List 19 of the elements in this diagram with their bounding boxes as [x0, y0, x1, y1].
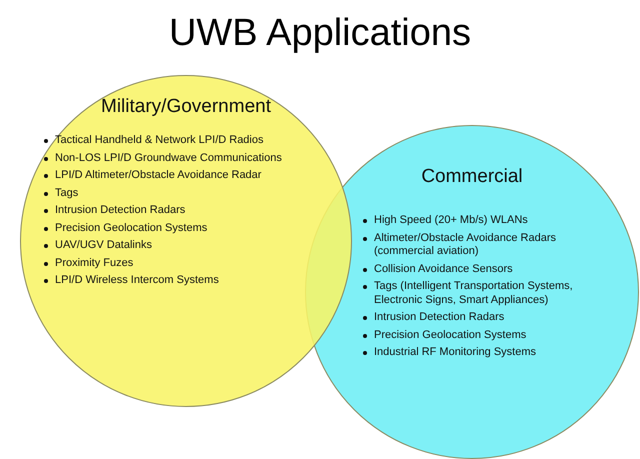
list-item-text: Non-LOS LPI/D Groundwave Communications	[55, 152, 283, 165]
list-item-text: Precision Geolocation Systems	[55, 222, 208, 235]
list-item-text: Tags	[55, 186, 80, 200]
list-item-text: Precision Geolocation Systems	[374, 328, 528, 342]
list-item-text: Intrusion Detection Radars	[55, 204, 186, 218]
list-item-text: Altimeter/Obstacle Avoidance Radars (commercial aviation)	[374, 232, 557, 258]
circle-heading: Commercial	[420, 166, 524, 188]
list-item-text: LPI/D Wireless Intercom Systems	[55, 274, 220, 288]
list-item-text: Tactical Handheld & Network LPI/D Radios	[55, 134, 264, 148]
list-item-text: Proximity Fuzes	[55, 256, 134, 270]
diagram-title: UWB Applications	[168, 12, 472, 55]
list-item-text: Collision Avoidance Sensors	[374, 262, 514, 276]
list-item-text: High Speed (20+ Mb/s) WLANs	[374, 214, 529, 228]
list-item-text: Tags (Intelligent Transportation Systems, Electronic Signs, Smart Appliances)	[374, 280, 574, 307]
list-item-text: UAV/UGV Datalinks	[55, 239, 153, 252]
list-item-text: Industrial RF Monitoring Systems	[374, 346, 537, 360]
list-item-text: Intrusion Detection Radars	[374, 311, 506, 324]
circle-heading: Military/Government	[100, 96, 272, 118]
list-item-text: LPI/D Altimeter/Obstacle Avoidance Radar	[55, 169, 262, 182]
